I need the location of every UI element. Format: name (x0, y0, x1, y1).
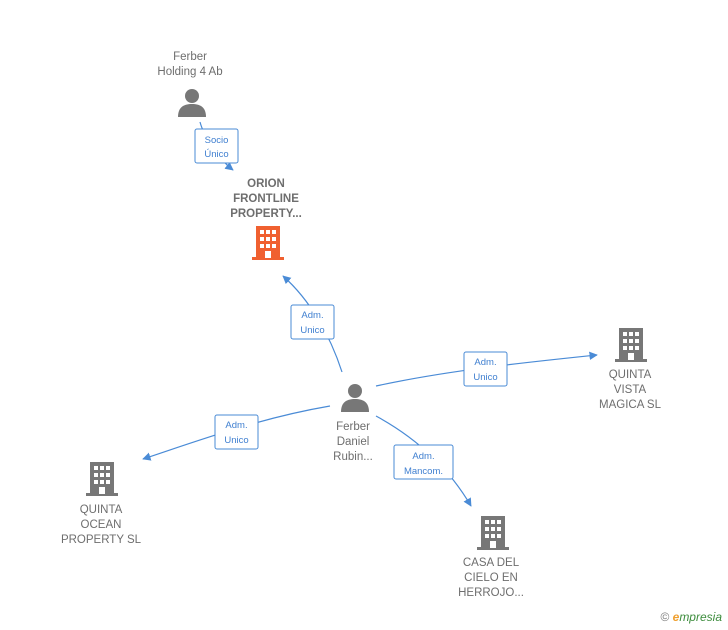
node-label-line: PROPERTY... (230, 208, 302, 220)
node-quinta-ocean[interactable]: QUINTA OCEAN PROPERTY SL (61, 462, 142, 546)
edge-label-line: Adm. (301, 310, 323, 321)
brand-logo-text: mpresia (679, 610, 722, 624)
node-label-line: FRONTLINE (233, 193, 299, 205)
edge-label-adm-mancom-casa[interactable]: Adm. Mancom. (393, 444, 454, 480)
brand-footer: © empresia (660, 610, 722, 624)
edge-label-line: Adm. (412, 451, 434, 462)
node-label-line: CASA DEL (463, 557, 520, 569)
edge-label-adm-unico-ocean[interactable]: Adm. Unico (214, 414, 259, 450)
node-label-line: OCEAN (81, 519, 122, 531)
edge-label-line: Unico (224, 435, 248, 446)
brand-logo-initial: e (672, 610, 680, 624)
building-icon (86, 462, 118, 496)
edge-label-line: Único (204, 149, 228, 160)
person-icon (178, 89, 206, 117)
edge-label-line: Socio (205, 135, 229, 146)
person-icon (341, 384, 369, 412)
node-label-line: QUINTA (609, 369, 652, 381)
node-label-line: MAGICA SL (599, 399, 662, 411)
building-icon (252, 226, 284, 260)
edge-label-adm-unico-orion[interactable]: Adm. Unico (290, 304, 335, 340)
edge-label-line: Adm. (474, 357, 496, 368)
node-label-line: ORION (247, 178, 285, 190)
edge-label-socio-unico[interactable]: Socio Único (194, 128, 239, 164)
node-label-line: QUINTA (80, 504, 123, 516)
node-label-line: Ferber (336, 421, 370, 433)
node-label-line: PROPERTY SL (61, 534, 142, 546)
node-ferber-holding[interactable]: Ferber Holding 4 Ab (157, 51, 223, 117)
edge-label-line: Unico (300, 325, 324, 336)
node-label-line: VISTA (614, 384, 647, 396)
node-label-line: Daniel (337, 436, 370, 448)
node-label-line: Holding 4 Ab (157, 66, 222, 78)
edge-label-line: Unico (473, 372, 497, 383)
edge-label-line: Mancom. (404, 466, 443, 477)
node-quinta-vista[interactable]: QUINTA VISTA MAGICA SL (599, 328, 662, 411)
node-ferber-daniel[interactable]: Ferber Daniel Rubin... (333, 384, 373, 463)
node-label-line: Ferber (173, 51, 207, 63)
edge-label-line: Adm. (225, 420, 247, 431)
node-casa-cielo[interactable]: CASA DEL CIELO EN HERROJO... (458, 516, 524, 599)
node-label-line: HERROJO... (458, 587, 524, 599)
copyright-icon: © (660, 610, 670, 624)
node-label-line: CIELO EN (464, 572, 518, 584)
node-label-line: Rubin... (333, 451, 373, 463)
building-icon (477, 516, 509, 550)
building-icon (615, 328, 647, 362)
node-orion[interactable]: ORION FRONTLINE PROPERTY... (230, 178, 302, 260)
edge-label-adm-unico-vista[interactable]: Adm. Unico (463, 351, 508, 387)
